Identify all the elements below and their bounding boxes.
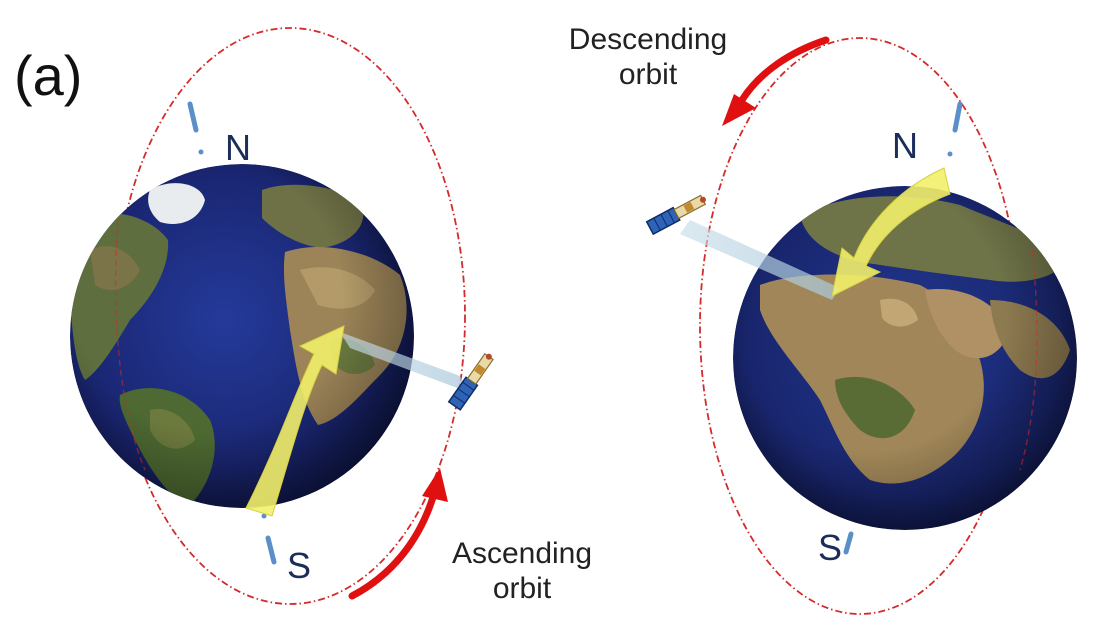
south-label-left: S [287, 545, 312, 586]
descending-arrowhead [722, 94, 756, 126]
earth-globe-right [733, 186, 1077, 530]
observation-beam-left [340, 332, 468, 392]
north-label-left: N [225, 127, 251, 168]
descending-direction-arrow [738, 36, 830, 104]
orbit-path-left [114, 27, 466, 605]
north-label-right: N [892, 125, 918, 166]
ground-track-arrow-left [245, 325, 345, 517]
ascending-orbit-label-line1: Ascending [451, 537, 593, 570]
observation-beam-right [680, 220, 840, 300]
descending-orbit-label-line2: orbit [618, 58, 678, 92]
south-pole-axis-right [843, 531, 854, 555]
satellite-icon-right [645, 194, 707, 236]
ascending-orbit-label-line2: orbit [492, 572, 552, 606]
ascending-arrowhead [422, 468, 448, 502]
north-pole-axis-dot-right [947, 151, 953, 157]
north-pole-axis-right [952, 101, 963, 133]
ground-track-arrow-right [831, 167, 951, 297]
south-pole-axis-dot-left [261, 513, 267, 519]
north-pole-axis-dot-left [198, 149, 204, 155]
north-pole-axis-left [187, 101, 199, 133]
descending-orbit-label-line1: Descending [568, 23, 728, 56]
ascending-direction-arrow [348, 490, 438, 600]
south-label-right: S [818, 527, 843, 568]
ascending-orbit-label: Ascending orbit [432, 536, 612, 607]
descending-orbit-label: Descending orbit [548, 22, 748, 93]
right-view [645, 36, 1077, 615]
earth-globe-left [70, 164, 414, 508]
panel-label: (a) [14, 44, 83, 107]
south-pole-axis-left [265, 535, 277, 565]
left-view [70, 27, 494, 605]
satellite-icon-left [447, 352, 494, 411]
